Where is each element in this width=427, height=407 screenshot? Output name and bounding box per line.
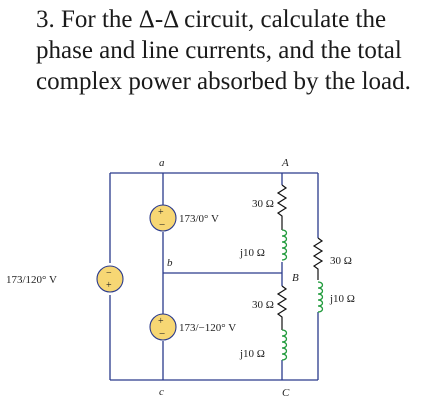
source-label-vab: 173/0° V <box>179 213 219 225</box>
inductor-ca <box>317 281 324 313</box>
inductor-bc <box>281 329 288 361</box>
svg-text:+: + <box>158 316 164 327</box>
node-label-a: a <box>159 157 165 169</box>
svg-text:+: + <box>158 207 164 218</box>
svg-text:−: − <box>159 328 165 340</box>
node-label-A: A <box>281 157 289 169</box>
impedance-label-x-bc: j10 Ω <box>239 348 265 360</box>
source-label-vbc: 173/120° V <box>6 274 57 286</box>
node-label-C: C <box>282 387 290 399</box>
node-label-c: c <box>159 386 164 398</box>
svg-text:+: + <box>106 280 112 291</box>
inductor-ab <box>281 229 288 261</box>
resistor-ab <box>276 184 288 230</box>
node-label-b: b <box>167 257 173 269</box>
impedance-label-x-ca: j10 Ω <box>329 293 355 305</box>
source-label-vca: 173/−120° V <box>179 322 236 334</box>
svg-text:−: − <box>106 268 112 279</box>
question-text: 3. For the Δ-Δ circuit, calculate the ph… <box>36 6 411 95</box>
impedance-label-x-ab: j10 Ω <box>239 247 265 259</box>
impedance-label-r-bc: 30 Ω <box>252 299 274 311</box>
resistor-ca <box>312 237 324 280</box>
node-label-B: B <box>292 272 299 284</box>
voltage-source-ca: + − <box>149 313 177 341</box>
voltage-source-ab: + − <box>149 204 177 232</box>
voltage-source-bc: − + <box>96 265 124 293</box>
svg-text:−: − <box>159 219 165 231</box>
impedance-label-r-ca: 30 Ω <box>330 255 352 267</box>
impedance-label-r-ab: 30 Ω <box>252 198 274 210</box>
resistor-bc <box>276 285 288 330</box>
